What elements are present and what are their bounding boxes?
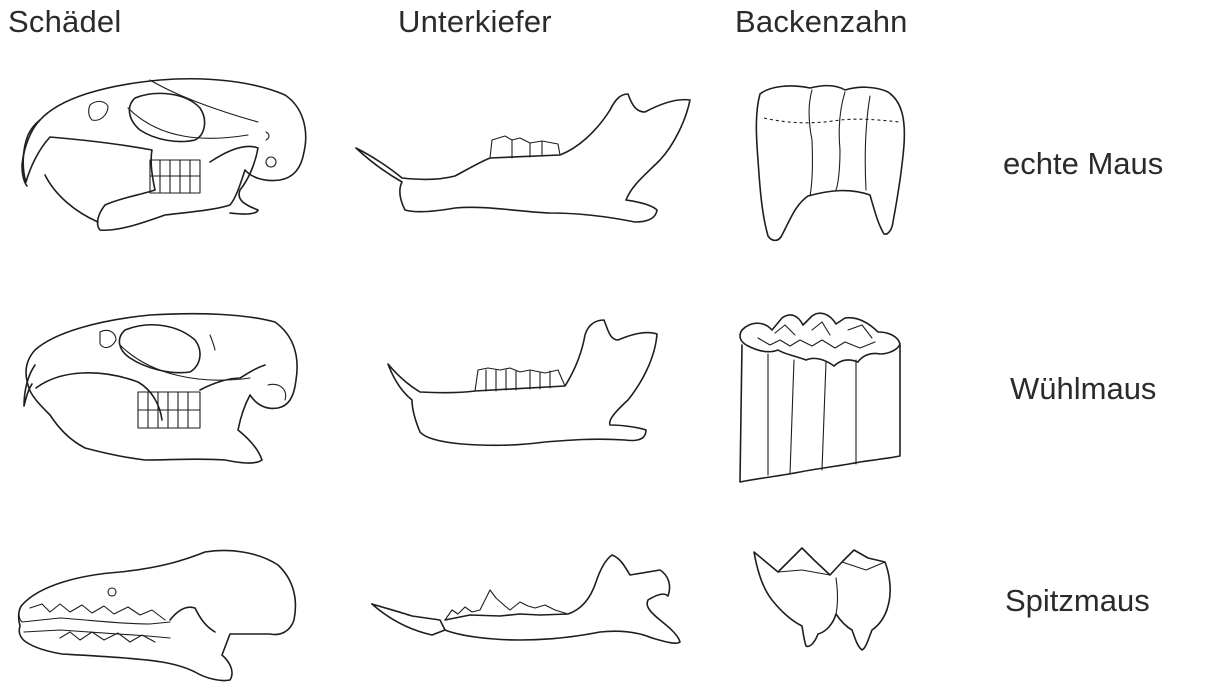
molar-true-mouse	[756, 86, 904, 241]
lower-jaw-vole	[388, 320, 657, 445]
skull-true-mouse	[22, 79, 306, 230]
lower-jaw-shrew	[372, 555, 680, 643]
skull-vole	[24, 314, 297, 463]
molar-shrew	[754, 548, 890, 650]
skull-shrew	[19, 551, 296, 681]
lower-jaw-true-mouse	[356, 94, 690, 222]
molar-vole	[740, 313, 900, 482]
